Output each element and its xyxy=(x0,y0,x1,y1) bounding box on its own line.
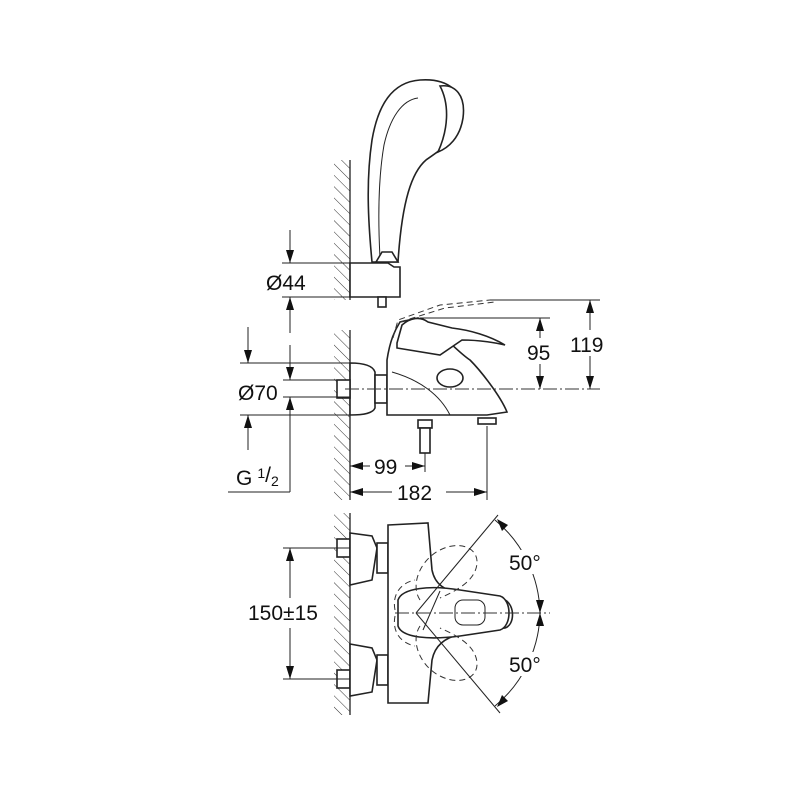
dimension-lever-raised-height: 119 xyxy=(490,299,610,389)
mixer-body-side xyxy=(336,299,509,454)
dimension-angle-range: 50° 50° xyxy=(415,514,554,714)
dimension-diameter-bracket: Ø44 xyxy=(266,230,350,333)
dimension-total-depth: 182 xyxy=(350,426,488,505)
shower-bracket xyxy=(349,262,401,308)
wall-upper xyxy=(334,160,351,300)
dim-label-bracket-diameter: Ø44 xyxy=(266,272,306,295)
dim-label-inlet-centers: 150±15 xyxy=(248,602,318,625)
dimension-lever-height: 95 xyxy=(420,317,554,389)
dim-label-angle-lower: 50° xyxy=(509,654,541,677)
dim-label-angle-upper: 50° xyxy=(509,552,541,575)
dim-label-outlet-distance: 99 xyxy=(374,456,397,479)
dim-label-flange-diameter: Ø70 xyxy=(238,382,278,405)
dimension-diameter-flange: Ø70 xyxy=(238,327,350,450)
dim-label-lever-height: 95 xyxy=(527,342,550,365)
dimension-outlet-distance: 99 xyxy=(349,440,426,500)
mixer-body-top xyxy=(336,522,514,704)
dimension-inlet-centers: 150±15 xyxy=(246,547,350,680)
dim-label-total-depth: 182 xyxy=(397,482,432,505)
hand-shower xyxy=(367,79,465,263)
dim-label-lever-raised-height: 119 xyxy=(570,334,603,357)
